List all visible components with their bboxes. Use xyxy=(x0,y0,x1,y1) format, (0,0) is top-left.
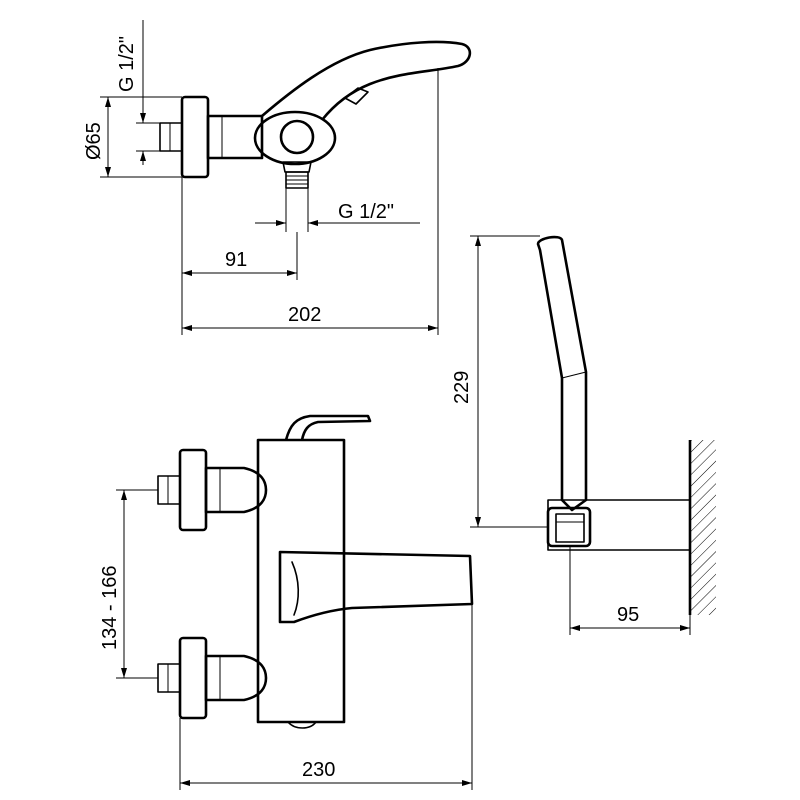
dim-inlet-thread: G 1/2" xyxy=(116,20,160,165)
top-body xyxy=(253,110,337,166)
hand-shower xyxy=(536,235,588,512)
top-outlet-nut xyxy=(282,161,312,173)
front-upper-nipple xyxy=(157,475,181,505)
holder-clip xyxy=(555,513,585,543)
front-lower-pipe xyxy=(204,654,268,702)
label-95: 95 xyxy=(617,604,639,626)
label-229: 229 xyxy=(451,371,473,404)
wall-hatch xyxy=(690,440,716,615)
dim-202: 202 xyxy=(182,68,439,335)
front-spout xyxy=(278,550,474,624)
dim-230: 230 xyxy=(179,604,473,790)
front-lower-nipple xyxy=(157,663,181,693)
front-body xyxy=(256,438,346,724)
dim-centers: 134 - 166 xyxy=(99,489,158,679)
front-view xyxy=(157,414,474,729)
dim-95: 95 xyxy=(569,546,691,635)
shower-view xyxy=(536,235,716,615)
top-view xyxy=(159,40,472,189)
label-centers: 134 - 166 xyxy=(99,565,121,650)
top-pipe xyxy=(206,114,264,160)
label-inlet-thread: G 1/2" xyxy=(116,36,138,92)
top-lever xyxy=(261,40,472,121)
top-nipple xyxy=(159,122,183,152)
top-lever-joint xyxy=(344,87,369,105)
front-body-bottom xyxy=(287,721,317,729)
top-flange xyxy=(180,95,210,179)
dim-outlet-thread: G 1/2" xyxy=(255,188,420,232)
front-spout-curve xyxy=(291,561,300,616)
label-202: 202 xyxy=(288,304,321,326)
label-230: 230 xyxy=(302,759,335,781)
front-lever xyxy=(284,414,372,441)
dim-diameter: Ø65 xyxy=(83,96,182,178)
dim-91: 91 xyxy=(181,177,298,335)
top-cartridge xyxy=(279,119,315,155)
front-upper-flange xyxy=(178,448,208,532)
dim-229: 229 xyxy=(451,235,548,528)
label-91: 91 xyxy=(225,249,247,271)
label-diameter: Ø65 xyxy=(83,122,105,160)
front-lower-flange xyxy=(178,636,208,720)
front-upper-pipe xyxy=(204,466,268,514)
label-outlet-thread: G 1/2" xyxy=(338,201,394,223)
